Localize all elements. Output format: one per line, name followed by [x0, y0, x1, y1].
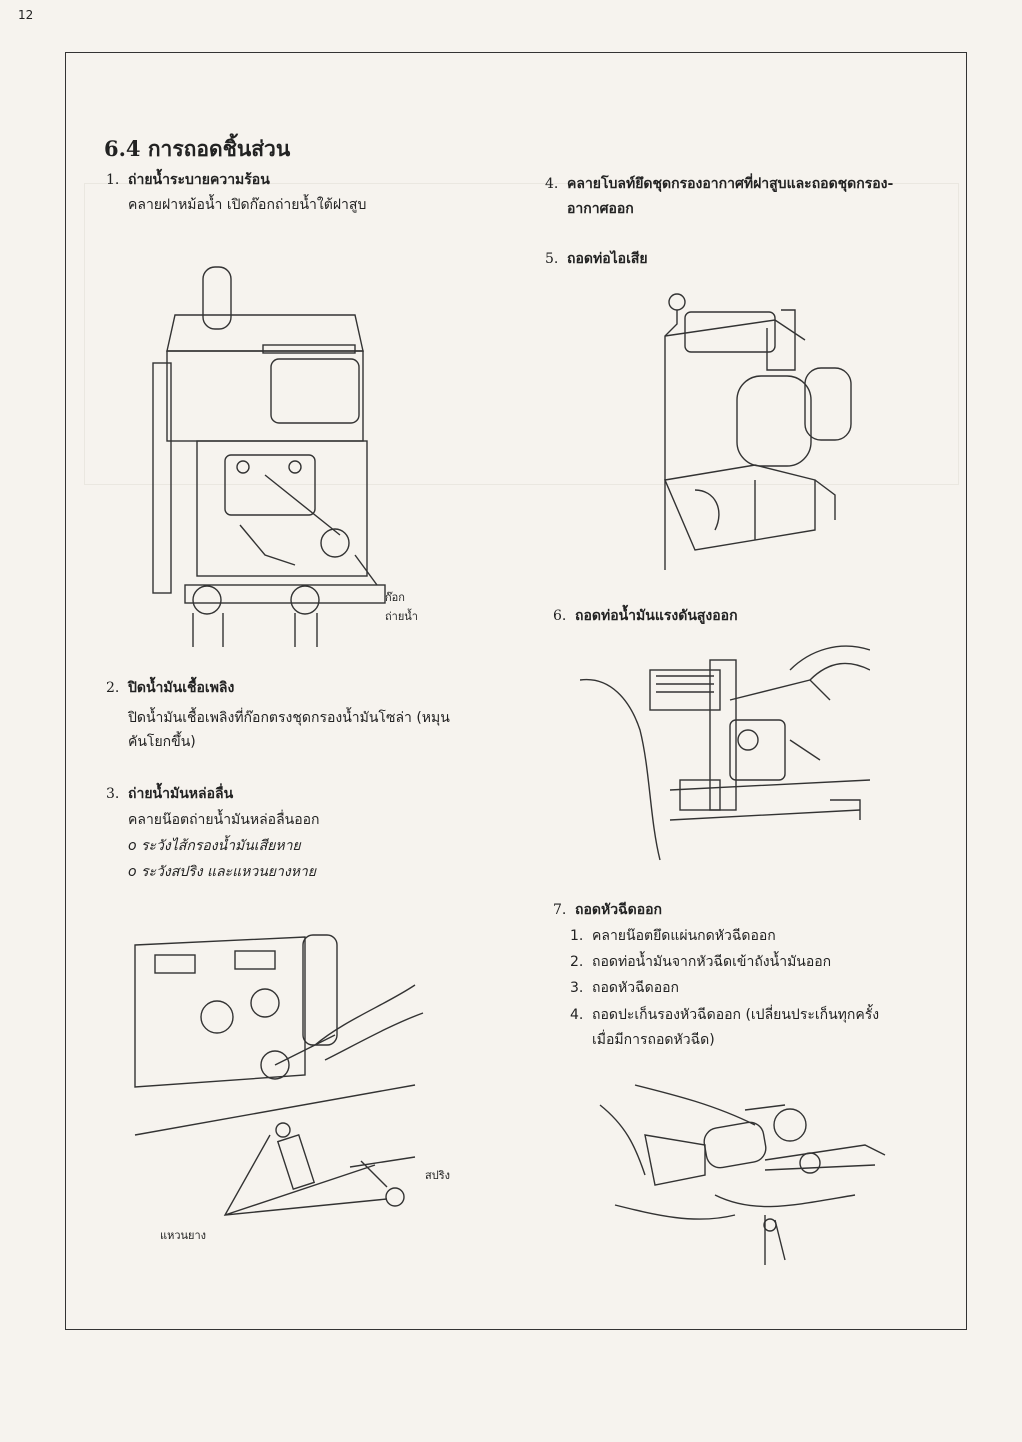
fuel-pipe-illustration: [580, 645, 870, 861]
step-2-body-line2: คันโยกขึ้น): [128, 734, 196, 750]
oil-drain-illustration: [134, 934, 424, 1216]
step-4-title-cont: อากาศออก: [567, 201, 634, 217]
step-4-title: 4.คลายโบลท์ยึดชุดกรองอากาศที่ฝาสูบและถอด…: [545, 176, 894, 192]
engine-drain-illustration: [152, 266, 386, 647]
drain-cock-label-line2: ถ่ายน้ำ: [385, 610, 418, 623]
faded-background-table: [84, 183, 959, 485]
step-3-title: 3.ถ่ายน้ำมันหล่อลื่น: [106, 786, 234, 802]
step-7-substep-1: 1.คลายน๊อตยึดแผ่นกดหัวฉีดออก: [570, 928, 776, 944]
step-3-note-1: o ระวังไส้กรองน้ำมันเสียหาย: [128, 838, 301, 854]
page-frame: [65, 52, 967, 1330]
step-1-body: คลายฝาหม้อน้ำ เปิดก๊อกถ่ายน้ำใต้ฝาสูบ: [128, 197, 367, 213]
step-6-title: 6.ถอดท่อน้ำมันแรงดันสูงออก: [553, 608, 738, 624]
step-7-title: 7.ถอดหัวฉีดออก: [553, 902, 662, 918]
step-3-note-2: o ระวังสปริง และแหวนยางหาย: [128, 864, 316, 880]
step-7-substep-4: 4.ถอดปะเก็นรองหัวฉีดออก (เปลี่ยนประเก็นท…: [570, 1007, 880, 1023]
step-7-substep-2: 2.ถอดท่อน้ำมันจากหัวฉีดเข้าถังน้ำมันออก: [570, 954, 832, 970]
spring-label: สปริง: [425, 1169, 450, 1182]
step-7-substep-4-cont: เมื่อมีการถอดหัวฉีด): [592, 1032, 715, 1048]
section-title: 6.4 การถอดชิ้นส่วน: [104, 136, 291, 161]
step-2-body-line1: ปิดน้ำมันเชื้อเพลิงที่ก๊อกตรงชุดกรองน้ำม…: [128, 710, 450, 726]
o-ring-label: แหวนยาง: [160, 1229, 207, 1242]
air-cleaner-muffler-illustration: [664, 293, 852, 570]
injector-removal-illustration: [599, 1084, 886, 1265]
step-2-title: 2.ปิดน้ำมันเชื้อเพลิง: [106, 680, 235, 696]
step-3-body: คลายน๊อตถ่ายน้ำมันหล่อลื่นออก: [128, 812, 320, 828]
step-7-substep-3: 3.ถอดหัวฉีดออก: [570, 980, 679, 996]
page-number: 12: [18, 8, 34, 22]
drain-cock-label-line1: ก๊อก: [385, 591, 405, 604]
step-5-title: 5.ถอดท่อไอเสีย: [545, 251, 648, 267]
step-1-title: 1.ถ่ายน้ำระบายความร้อน: [106, 172, 270, 188]
